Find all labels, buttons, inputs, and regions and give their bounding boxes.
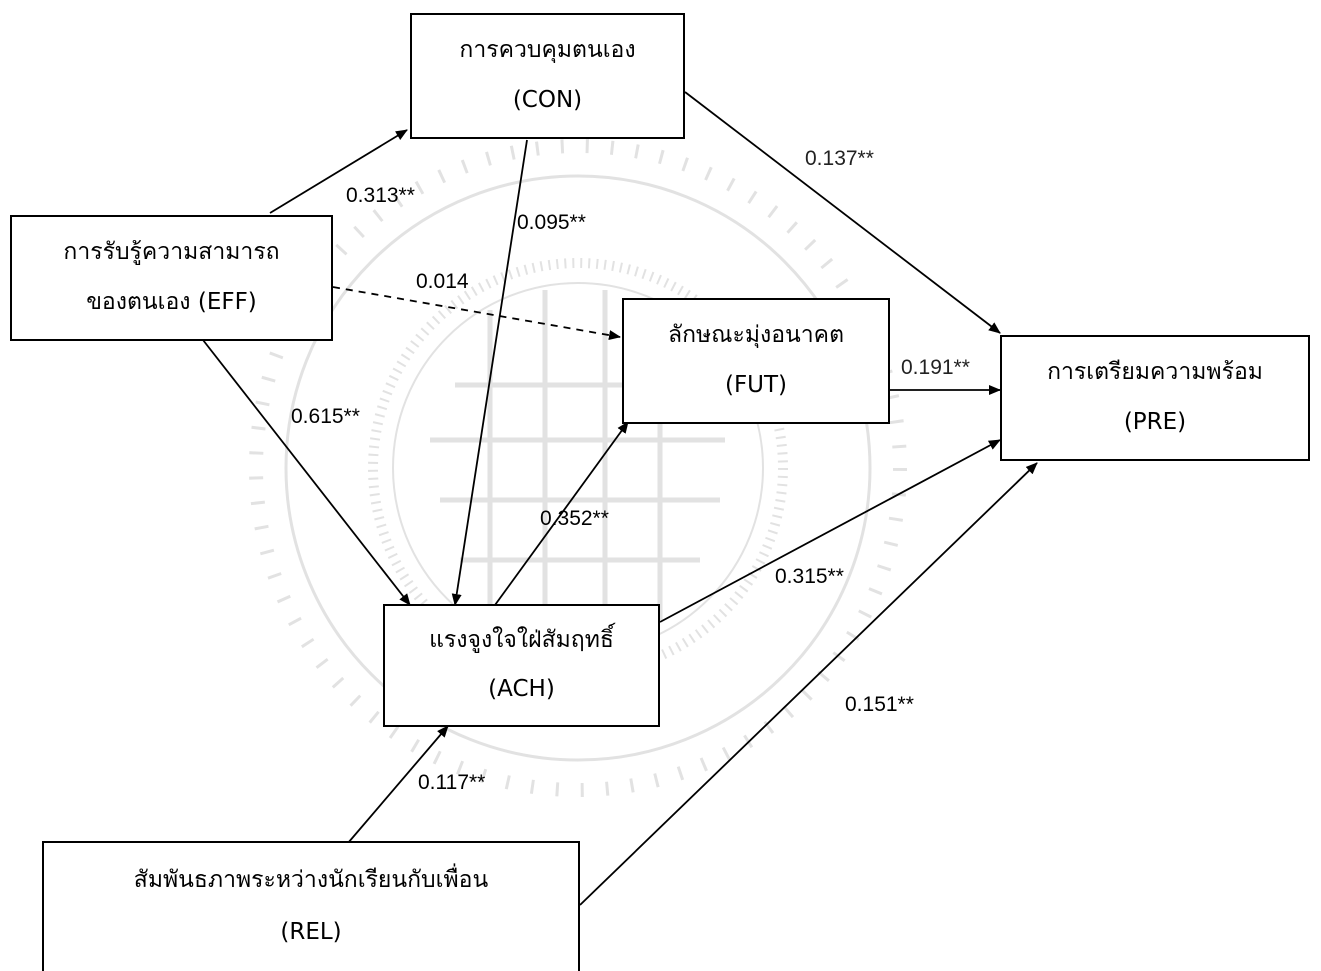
node-rel: สัมพันธภาพระหว่างนักเรียนกับเพื่อน (REL)	[42, 841, 580, 971]
coef-con-ach: 0.095**	[517, 211, 586, 234]
node-eff: การรับรู้ความสามารถ ของตนเอง (EFF)	[10, 215, 333, 341]
path-arrow-eff-ach	[202, 339, 411, 606]
node-eff-label: การรับรู้ความสามารถ	[63, 239, 280, 266]
path-arrow-eff-con	[269, 129, 408, 214]
node-pre-code: (PRE)	[1123, 409, 1187, 436]
node-con: การควบคุมตนเอง (CON)	[410, 13, 685, 139]
path-arrow-ach-pre	[659, 439, 1001, 623]
node-pre: การเตรียมความพร้อม (PRE)	[1000, 335, 1310, 461]
coef-rel-pre: 0.151**	[845, 693, 914, 716]
coef-ach-fut: 0.352**	[540, 507, 609, 530]
node-fut: ลักษณะมุ่งอนาคต (FUT)	[622, 298, 890, 424]
path-arrow-con-ach	[451, 139, 528, 606]
coef-con-pre: 0.137**	[805, 147, 874, 170]
coef-fut-pre: 0.191**	[901, 356, 970, 379]
node-ach-code: (ACH)	[488, 676, 555, 703]
node-fut-label: ลักษณะมุ่งอนาคต	[667, 322, 845, 349]
path-arrow-ach-fut	[494, 421, 629, 606]
node-rel-code: (REL)	[280, 919, 342, 946]
coef-eff-fut: 0.014	[416, 270, 469, 293]
node-con-label: การควบคุมตนเอง	[459, 37, 636, 64]
path-arrow-eff-fut	[332, 286, 621, 341]
coef-eff-con: 0.313**	[346, 184, 415, 207]
node-ach-label: แรงจูงใจใฝ่สัมฤทธิ์	[429, 627, 614, 654]
path-arrow-rel-ach	[347, 725, 449, 844]
coef-eff-ach: 0.615**	[291, 405, 360, 428]
node-rel-label: สัมพันธภาพระหว่างนักเรียนกับเพื่อน	[133, 867, 489, 894]
coef-ach-pre: 0.315**	[775, 565, 844, 588]
path-arrow-rel-pre	[579, 462, 1038, 906]
node-con-code: (CON)	[512, 87, 583, 114]
node-fut-code: (FUT)	[724, 372, 788, 399]
coef-rel-ach: 0.117**	[418, 771, 486, 794]
node-eff-code: ของตนเอง (EFF)	[86, 289, 257, 316]
node-pre-label: การเตรียมความพร้อม	[1047, 359, 1263, 386]
path-arrow-con-pre	[684, 91, 1001, 334]
node-ach: แรงจูงใจใฝ่สัมฤทธิ์ (ACH)	[383, 604, 660, 727]
